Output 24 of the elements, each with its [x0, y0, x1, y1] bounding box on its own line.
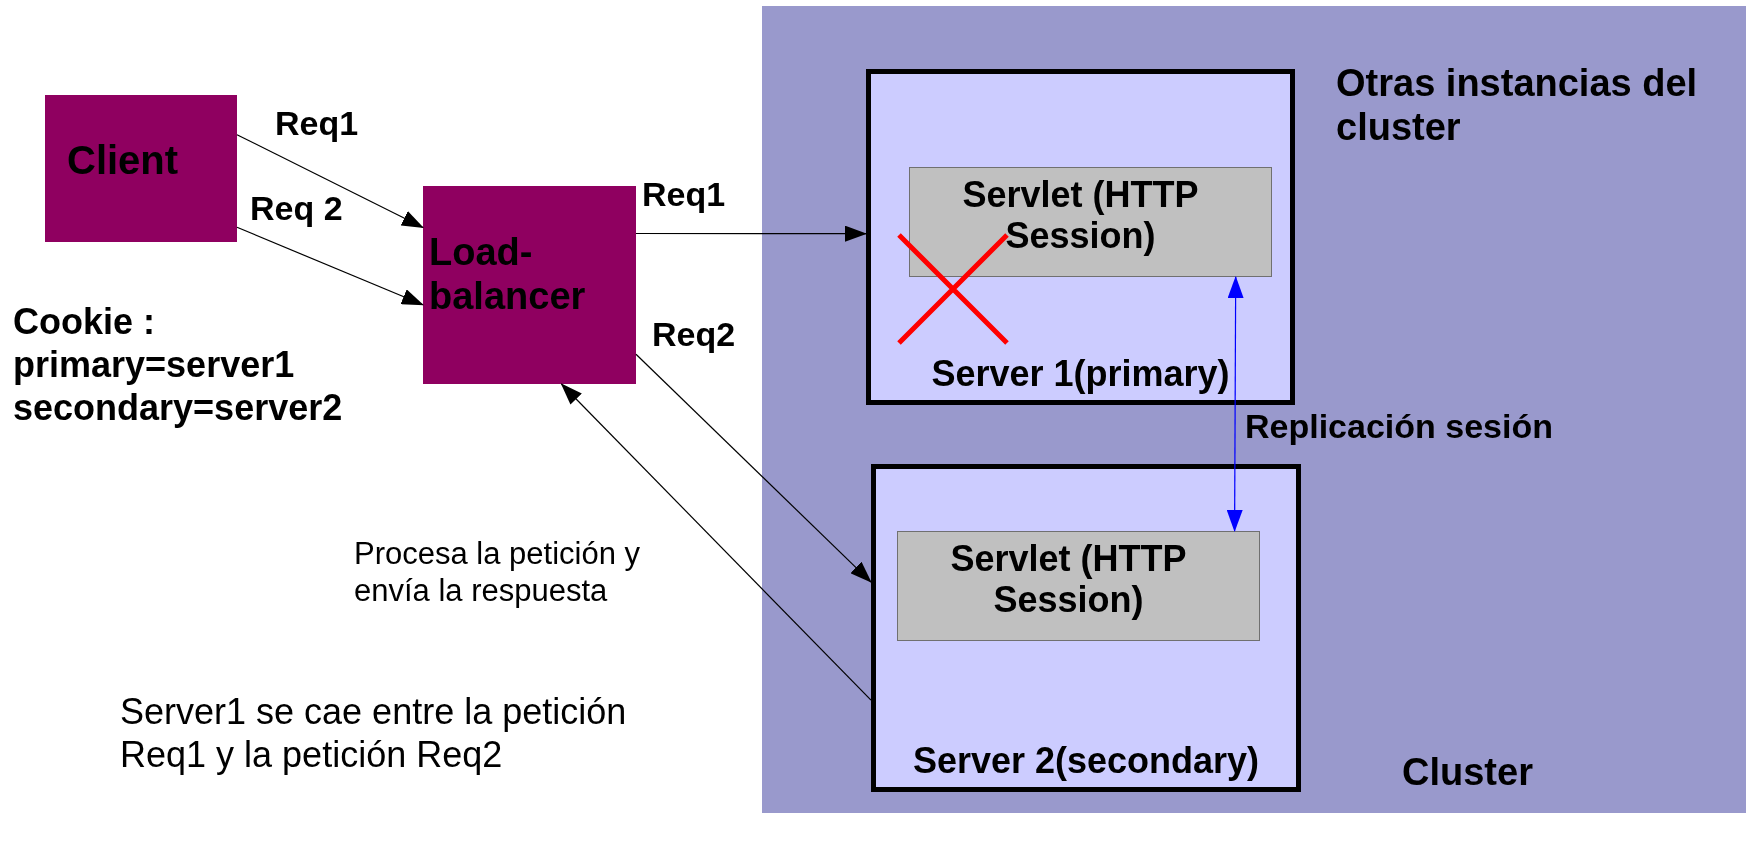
process-box — [423, 186, 636, 384]
server-box — [866, 69, 1295, 405]
node-label: Servlet (HTTP Session) — [949, 538, 1188, 621]
node-label: Client — [67, 137, 179, 183]
process-box — [45, 95, 237, 242]
note-text: Cookie : primary=server1 secondary=server2 — [13, 300, 344, 430]
node-label: Server 1(primary) — [930, 352, 1231, 394]
arrow — [635, 353, 872, 583]
cluster-panel — [762, 6, 1746, 813]
node-label: Cluster — [1402, 751, 1533, 795]
note-text: Procesa la petición y envía la respuesta — [354, 535, 642, 610]
node-label: Load-balancer — [429, 231, 587, 319]
node-label: Server 2(secondary) — [911, 739, 1261, 781]
note-text: Server1 se cae entre la petición Req1 y la petición Req2 — [120, 690, 628, 777]
servlet-box — [909, 167, 1272, 277]
node-label: Servlet (HTTP Session) — [961, 174, 1200, 257]
arrow — [560, 383, 872, 701]
arrow — [236, 226, 424, 306]
servlet-box — [897, 531, 1260, 641]
arrow — [236, 134, 424, 229]
server-box — [871, 464, 1301, 792]
arrow — [1226, 276, 1244, 532]
arrow — [635, 225, 867, 242]
node-label: Otras instancias del cluster — [1336, 62, 1699, 150]
